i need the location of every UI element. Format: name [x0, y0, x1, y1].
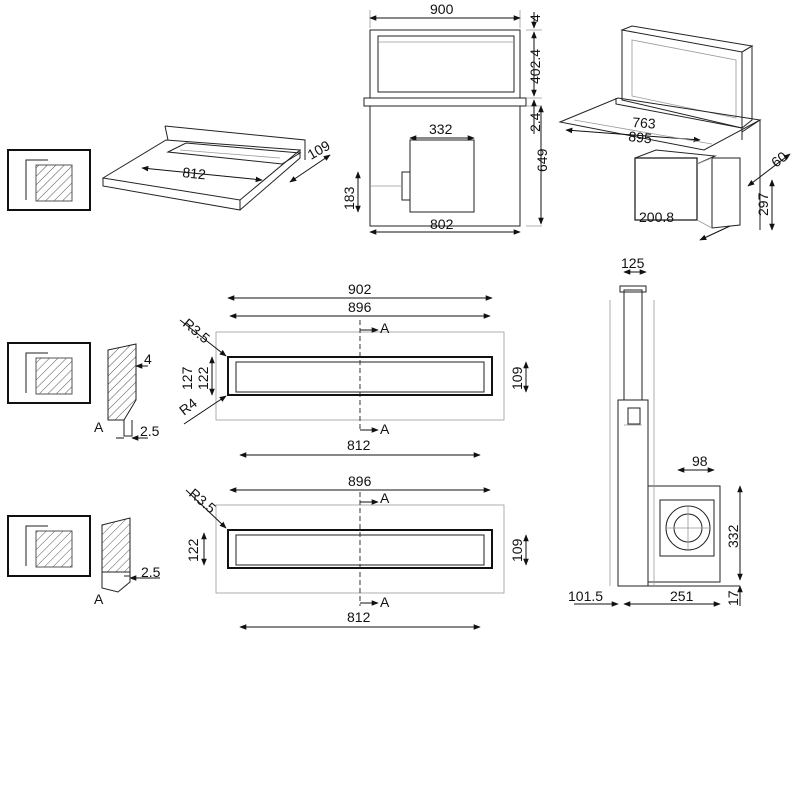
dim-upper-height: 402.4: [527, 49, 543, 84]
front-view: 900 4 402.4 2.4 649 332 183 802: [341, 1, 550, 235]
dim-surface-cut-length: 812: [347, 609, 371, 625]
dim-flush-overall: 902: [348, 281, 372, 297]
dim-flush-slot-height: 109: [509, 366, 525, 390]
dim-cutout-length: 812: [182, 164, 207, 182]
dim-side-offset-back: 101.5: [568, 588, 603, 604]
plan-flush: 902 896 R3.5 R4 127 122 109 A A 812 4 A …: [94, 281, 529, 458]
dim-surface-radius-top: R3.5: [186, 485, 219, 516]
side-view: 125 98 332 17 101.5 251: [568, 255, 743, 607]
install-icon-flush: [7, 342, 91, 404]
dim-flush-outer-height: 127: [179, 366, 195, 390]
dim-side-motor-height: 332: [725, 524, 741, 548]
dim-motor-height: 183: [341, 186, 357, 210]
dim-cutout-width: 109: [305, 137, 333, 163]
plan-surface: 896 R3.5 122 109 A A 812 A 2.5: [94, 473, 529, 630]
dim-side-column-width: 125: [621, 255, 645, 271]
dim-width: 900: [430, 1, 454, 17]
dim-iso-height: 297: [755, 192, 771, 216]
dim-lower-height: 649: [534, 148, 550, 172]
dim-side-base-clearance: 17: [725, 590, 741, 606]
dim-surface-slot-height: 109: [509, 538, 525, 562]
dim-iso-motor-depth: 200.8: [639, 209, 674, 225]
dim-side-outlet: 98: [692, 453, 708, 469]
section-marker-top: A: [380, 320, 390, 336]
dim-base-width: 802: [430, 216, 454, 232]
dim-side-motor-depth: 251: [670, 588, 694, 604]
dim-surface-inner: 896: [348, 473, 372, 489]
dim-iso-offset: 60: [768, 148, 790, 170]
dim-top-thickness: 4: [527, 14, 543, 22]
install-icon-surface: [7, 515, 91, 577]
detail-marker-flush: A: [94, 419, 104, 435]
section-marker-surface-bottom: A: [380, 594, 390, 610]
detail-marker-surface: A: [94, 591, 104, 607]
dim-iso-depth-b: 895: [628, 128, 653, 146]
dim-flush-detail-depth: 4: [144, 351, 152, 367]
iso-view: 763 895 60 297 200.8: [558, 25, 791, 241]
install-icon-countertop: [7, 149, 91, 211]
dim-surface-detail-gap: 2.5: [141, 564, 161, 580]
dim-surface-inner-height: 122: [185, 538, 201, 562]
dim-motor-width: 332: [429, 121, 453, 137]
dim-flush-detail-gap: 2.5: [140, 423, 160, 439]
dim-flush-radius-bottom: R4: [176, 395, 200, 419]
section-marker-bottom: A: [380, 421, 390, 437]
dim-flush-cut-length: 812: [347, 437, 371, 453]
section-marker-surface-top: A: [380, 490, 390, 506]
countertop-iso-view: 812 109: [101, 125, 333, 211]
dim-iso-depth-a: 763: [632, 114, 657, 132]
dim-flush-inner: 896: [348, 299, 372, 315]
dim-flush-inner-height: 122: [195, 366, 211, 390]
